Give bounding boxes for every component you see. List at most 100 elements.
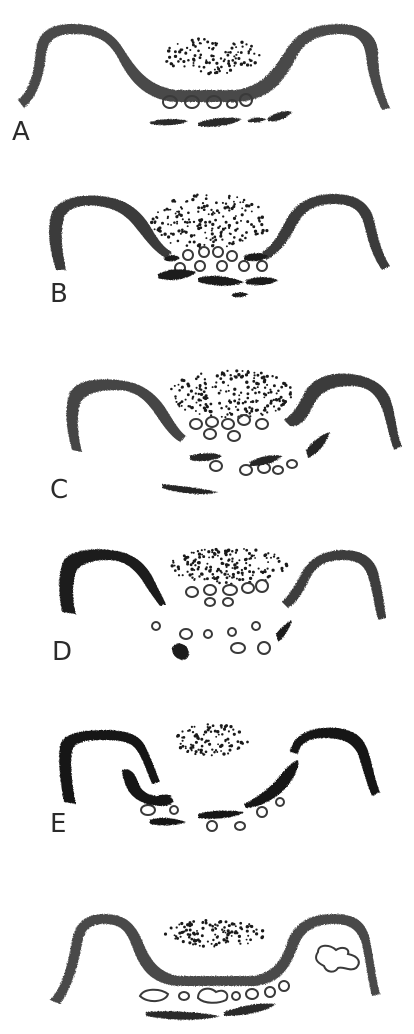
stipple-dot — [253, 372, 255, 374]
stipple-dot — [177, 240, 180, 243]
stipple-dot — [198, 575, 200, 577]
stipple-dot — [207, 723, 209, 725]
stipple-dot — [233, 201, 235, 203]
stipple-dot — [245, 410, 248, 413]
panel-b: B — [49, 194, 390, 309]
stipple-dot — [257, 216, 260, 219]
stipple-dot — [167, 216, 169, 218]
stipple-dot — [175, 398, 177, 400]
stipple-dot — [171, 928, 173, 930]
stipple-dot — [190, 236, 192, 238]
stipple-dot — [236, 196, 238, 198]
stipple-dot — [208, 61, 211, 64]
stipple-dot — [211, 230, 213, 232]
panel-c-label: C — [50, 475, 68, 505]
stipple-dot — [194, 558, 196, 560]
stipple-dot — [203, 390, 206, 393]
stipple-dot — [182, 940, 185, 943]
stipple-dot — [186, 47, 188, 49]
stipple-dot — [165, 208, 168, 211]
stipple-dot — [270, 391, 273, 394]
stipple-dot — [266, 375, 269, 378]
stipple-dot — [227, 51, 229, 53]
stipple-dot — [182, 379, 185, 382]
stipple-dot — [235, 376, 238, 379]
stipple-dot — [177, 43, 179, 45]
stipple-dot — [180, 922, 183, 925]
stipple-dot — [229, 51, 232, 54]
stipple-dot — [265, 229, 268, 232]
stipple-dot — [260, 570, 263, 573]
stipple-dot — [237, 401, 240, 404]
stipple-dot — [239, 922, 242, 925]
stipple-dot — [255, 387, 257, 389]
stipple-dot — [284, 382, 286, 384]
stipple-dot — [245, 373, 248, 376]
stipple-dot — [260, 372, 263, 375]
panel-d-ovals — [152, 580, 270, 654]
stipple-dot — [256, 374, 259, 377]
stipple-dot — [233, 43, 236, 46]
stipple-dot — [192, 920, 195, 923]
stipple-dot — [183, 736, 186, 739]
stipple-dot — [225, 920, 228, 923]
stipple-dot — [192, 396, 194, 398]
stipple-dot — [187, 933, 190, 936]
stipple-dot — [195, 741, 198, 744]
stipple-dot — [208, 221, 211, 224]
stipple-dot — [223, 60, 225, 62]
stipple-dot — [194, 753, 196, 755]
stipple-dot — [195, 939, 198, 942]
stipple-dot — [185, 747, 187, 749]
stipple-dot — [211, 925, 214, 928]
stipple-dot — [183, 230, 185, 232]
stipple-dot — [212, 386, 214, 388]
stipple-dot — [224, 416, 226, 418]
stipple-dot — [209, 726, 212, 729]
stipple-dot — [269, 389, 271, 391]
stipple-dot — [189, 746, 192, 749]
stipple-dot — [248, 205, 251, 208]
stipple-dot — [198, 393, 200, 395]
panel-e-label: E — [50, 809, 66, 839]
stipple-dot — [215, 381, 217, 383]
stipple-dot — [205, 740, 208, 743]
stipple-dot — [228, 64, 231, 67]
stipple-dot — [184, 409, 186, 411]
stipple-dot — [197, 398, 200, 401]
stipple-dot — [171, 564, 174, 567]
stipple-dot — [192, 58, 195, 61]
stipple-dot — [175, 401, 177, 403]
stipple-dot — [199, 42, 201, 44]
panel-e-band-right — [290, 728, 380, 796]
stipple-dot — [176, 926, 178, 928]
stipple-dot — [237, 408, 240, 411]
panel-a: A — [12, 24, 390, 147]
stipple-dot — [186, 571, 188, 573]
stipple-dot — [197, 49, 200, 52]
stipple-dot — [250, 410, 253, 413]
stipple-dot — [231, 558, 233, 560]
stipple-dot — [183, 554, 186, 557]
stipple-dot — [229, 553, 231, 555]
stipple-dot — [195, 750, 198, 753]
stipple-dot — [244, 401, 247, 404]
stipple-dot — [215, 928, 217, 930]
stipple-dot — [218, 392, 221, 395]
stipple-dot — [246, 63, 249, 66]
stipple-dot — [191, 744, 194, 747]
stipple-dot — [163, 233, 166, 236]
stipple-dot — [221, 238, 223, 240]
panel-c-band — [66, 379, 186, 452]
stipple-dot — [205, 197, 208, 200]
stipple-dot — [217, 67, 220, 70]
stipple-dot — [212, 573, 215, 576]
stipple-dot — [226, 245, 228, 247]
stipple-dot — [212, 724, 215, 727]
stipple-dot — [200, 738, 203, 741]
stipple-dot — [270, 400, 273, 403]
stipple-dot — [231, 47, 234, 50]
stipple-dot — [225, 405, 227, 407]
stipple-dot — [233, 243, 235, 245]
stipple-dot — [248, 552, 251, 555]
